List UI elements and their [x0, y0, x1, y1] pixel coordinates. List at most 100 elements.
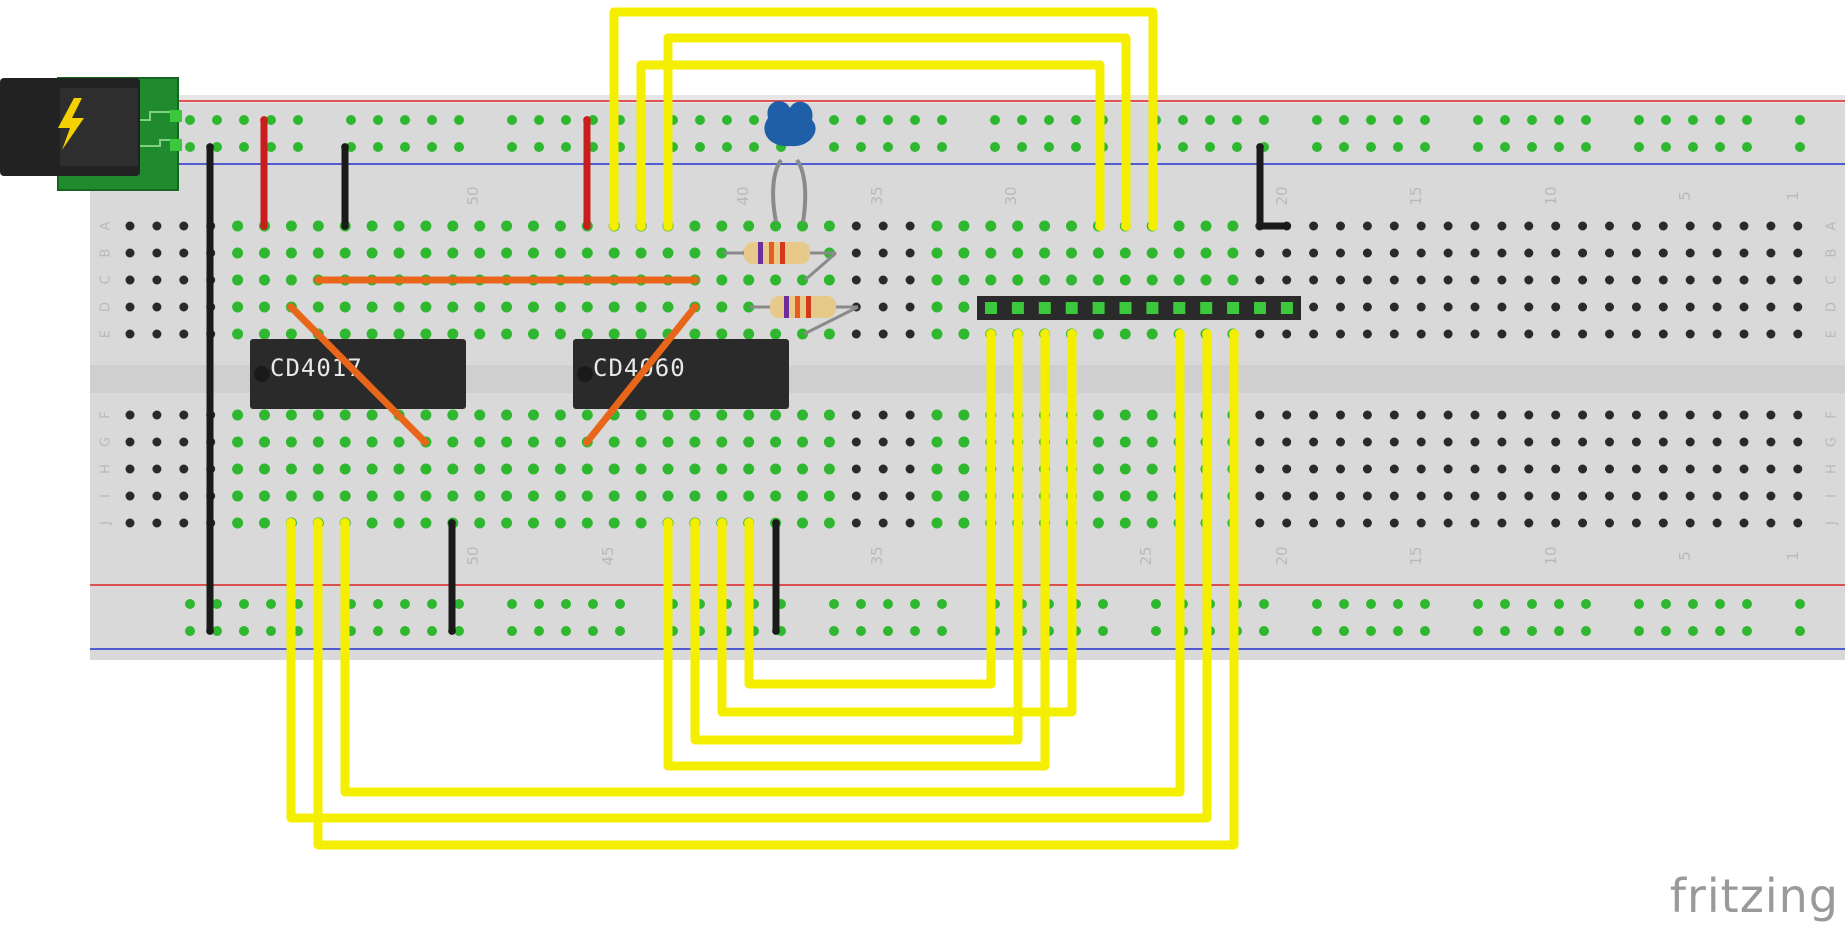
hole — [152, 221, 162, 231]
hole — [1309, 248, 1319, 258]
hole — [1282, 464, 1292, 474]
hole — [152, 437, 162, 447]
rail-hole — [293, 115, 303, 125]
hole — [608, 328, 620, 340]
hole — [743, 463, 755, 475]
red-wire-end — [583, 222, 591, 230]
hole — [1173, 247, 1185, 259]
hole — [1309, 518, 1319, 528]
hole — [716, 301, 728, 313]
rail-hole — [722, 142, 732, 152]
lightning-icon — [58, 98, 84, 150]
orange-wire — [287, 303, 429, 446]
hole — [1443, 329, 1453, 339]
rail-hole — [346, 115, 356, 125]
hole — [420, 220, 432, 232]
hole — [1119, 409, 1131, 421]
column-number: 15 — [1407, 546, 1425, 565]
hole — [554, 220, 566, 232]
hole — [878, 302, 888, 312]
hole — [366, 301, 378, 313]
header-pin — [1227, 302, 1240, 314]
hole — [1793, 221, 1803, 231]
hole — [1658, 329, 1668, 339]
black-wire-end — [341, 143, 349, 151]
yellow-wire — [663, 329, 1050, 771]
hole — [1524, 248, 1534, 258]
hole — [770, 409, 782, 421]
hole — [1336, 221, 1345, 231]
yellow-wire-end — [744, 518, 754, 528]
hole — [1092, 328, 1104, 340]
hole — [1066, 274, 1077, 286]
hole — [232, 328, 244, 340]
hole — [1470, 410, 1480, 420]
rail-hole — [561, 115, 571, 125]
yellow-wire-end — [663, 221, 673, 231]
hole — [501, 463, 513, 475]
pin-header — [977, 296, 1301, 320]
hole — [1524, 329, 1534, 339]
hole — [1524, 275, 1534, 285]
rail-hole — [1205, 115, 1215, 125]
rail-hole — [829, 142, 839, 152]
hole — [823, 436, 835, 448]
hole — [1255, 275, 1265, 285]
hole — [958, 490, 970, 502]
hole — [689, 328, 701, 340]
hole — [1605, 248, 1614, 258]
hole — [1658, 302, 1668, 312]
row-label: J — [99, 521, 114, 526]
resistor-1 — [724, 242, 837, 282]
hole — [179, 248, 189, 258]
hole — [1793, 275, 1803, 285]
hole — [393, 301, 405, 313]
hole — [125, 464, 135, 474]
yellow-wire-end — [1040, 329, 1050, 339]
rail-hole — [1715, 115, 1725, 125]
hole — [770, 328, 782, 340]
hole — [259, 436, 270, 448]
ceramic-capacitor — [764, 101, 816, 223]
hole — [1416, 437, 1426, 447]
rail-hole — [454, 115, 464, 125]
hole — [1578, 221, 1588, 231]
yellow-wire-end — [1175, 329, 1185, 339]
rail-hole — [1098, 599, 1108, 609]
hole — [797, 220, 808, 232]
hole — [339, 328, 351, 340]
rail-hole — [722, 115, 732, 125]
hole — [689, 247, 701, 259]
hole — [1200, 274, 1212, 286]
hole — [985, 274, 997, 286]
rail-hole — [883, 626, 893, 636]
rail-hole — [561, 599, 571, 609]
hole — [958, 328, 970, 340]
rail-hole — [990, 142, 1000, 152]
hole — [1119, 328, 1131, 340]
hole — [1309, 221, 1319, 231]
hole — [958, 274, 970, 286]
hole — [1362, 302, 1372, 312]
hole — [662, 409, 674, 421]
power-jack — [0, 77, 182, 191]
hole — [1336, 410, 1345, 420]
rail-hole — [1795, 599, 1805, 609]
hole — [851, 437, 861, 447]
hole — [474, 490, 486, 502]
hole — [662, 463, 674, 475]
hole — [851, 275, 861, 285]
hole — [259, 301, 270, 313]
hole — [528, 328, 539, 340]
hole — [1039, 247, 1051, 259]
rail-hole — [695, 142, 705, 152]
hole — [259, 409, 270, 421]
hole — [1470, 464, 1480, 474]
hole — [1146, 409, 1158, 421]
hole — [1605, 275, 1614, 285]
rail-hole — [1795, 142, 1805, 152]
yellow-wire-end — [609, 221, 619, 231]
hole — [1119, 436, 1131, 448]
hole — [1739, 410, 1749, 420]
